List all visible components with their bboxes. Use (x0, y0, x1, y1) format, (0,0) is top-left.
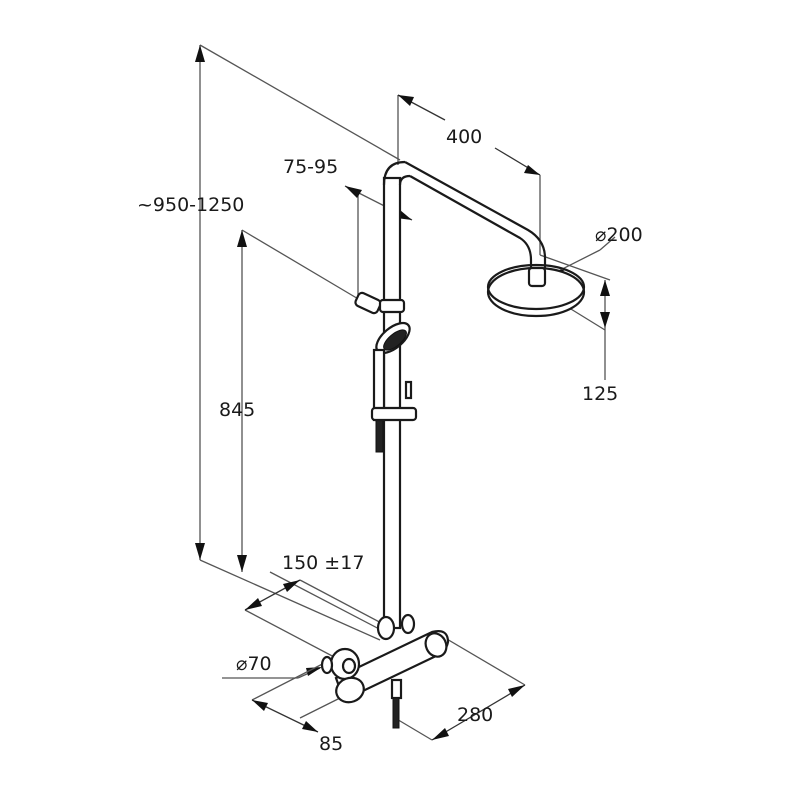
head-height-label: 125 (582, 383, 619, 405)
overhead-arm (404, 161, 547, 270)
head-diameter-label: ⌀200 (595, 224, 643, 246)
holder-offset-label: 75-95 (283, 156, 339, 178)
holder-offset-dimension (344, 185, 413, 300)
wall-projection-dimension (251, 654, 361, 733)
thermostatic-mixer (320, 613, 450, 729)
total-height-dimension (195, 44, 401, 641)
hand-shower-holder (354, 291, 406, 315)
total-height-label: ~950-1250 (137, 194, 245, 216)
eccentric-diameter-dimension (222, 667, 322, 679)
holder-height-label: 845 (219, 399, 256, 421)
holder-height-dimension (237, 229, 361, 572)
inlet-spacing-label: 150 ±17 (282, 552, 365, 574)
overhead-shower-head (486, 263, 586, 318)
eccentric-diameter-label: ⌀70 (236, 653, 272, 675)
wall-projection-label: 85 (319, 733, 344, 755)
arm-projection-dimension (397, 94, 541, 255)
mixer-width-dimension (394, 634, 526, 741)
arm-projection-label: 400 (446, 126, 483, 148)
hand-shower (370, 321, 418, 453)
mixer-width-label: 280 (457, 704, 494, 726)
